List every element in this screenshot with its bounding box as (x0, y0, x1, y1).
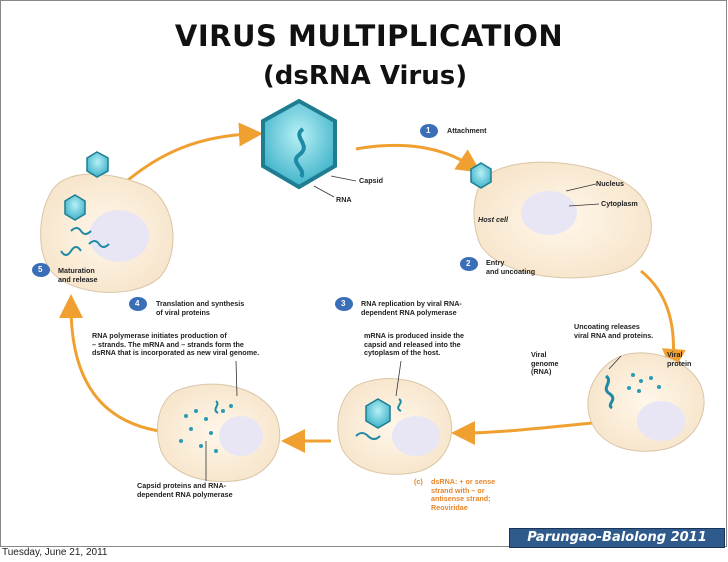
label-maturation: Maturation and release (58, 266, 98, 284)
cell-uncoating (587, 352, 705, 452)
label-dsrna-note: dsRNA: + or sense strand with – or antis… (431, 477, 496, 512)
title-line1: VIRUS MULTIPLICATION (174, 19, 564, 53)
cell-replication (337, 378, 453, 475)
cell-host (470, 161, 652, 279)
label-rna-polymerase: RNA polymerase initiates production of –… (92, 331, 260, 357)
label-translation: Translation and synthesis of viral prote… (156, 299, 245, 317)
label-viral-protein: Viral protein (667, 350, 692, 368)
arrow-attach (355, 143, 481, 173)
label-capsid: Capsid (359, 176, 383, 185)
label-rna: RNA (336, 195, 352, 204)
label-mrna-produced: mRNA is produced inside the capsid and r… (364, 331, 464, 357)
label-uncoating-releases: Uncoating releases viral RNA and protein… (574, 322, 654, 340)
label-cytoplasm: Cytoplasm (601, 199, 638, 208)
credit-banner: Parungao-Balolong 2011 (509, 528, 725, 548)
step-1-number: 1 (426, 126, 431, 135)
label-nucleus: Nucleus (596, 179, 624, 188)
label-host-cell: Host cell (478, 215, 508, 224)
label-entry: Entry and uncoating (486, 258, 536, 276)
step-2-number: 2 (466, 259, 471, 268)
step-5-number: 5 (38, 265, 43, 274)
cell-translation (157, 383, 281, 483)
label-panel-c: (c) (414, 477, 423, 486)
arrow-translate (59, 294, 160, 433)
label-rna-replication: RNA replication by viral RNA- dependent … (361, 299, 462, 317)
arrow-uncoat (451, 419, 614, 445)
label-viral-genome: Viral genome (RNA) (531, 350, 559, 376)
title-line2: (dsRNA Virus) (262, 61, 468, 91)
label-capsid-proteins: Capsid proteins and RNA- dependent RNA p… (137, 481, 233, 499)
step-3-number: 3 (341, 299, 346, 308)
label-attachment: Attachment (447, 126, 487, 135)
step-4-number: 4 (135, 299, 140, 308)
arrow-release (120, 122, 263, 188)
slide: VIRUS MULTIPLICATION (dsRNA Virus) 1 2 3… (0, 0, 727, 548)
cell-release (40, 151, 174, 293)
arrow-entry (640, 269, 686, 373)
step-badges (32, 124, 478, 311)
virus-particle (261, 98, 337, 190)
footer-date: Tuesday, June 21, 2011 (2, 547, 108, 558)
